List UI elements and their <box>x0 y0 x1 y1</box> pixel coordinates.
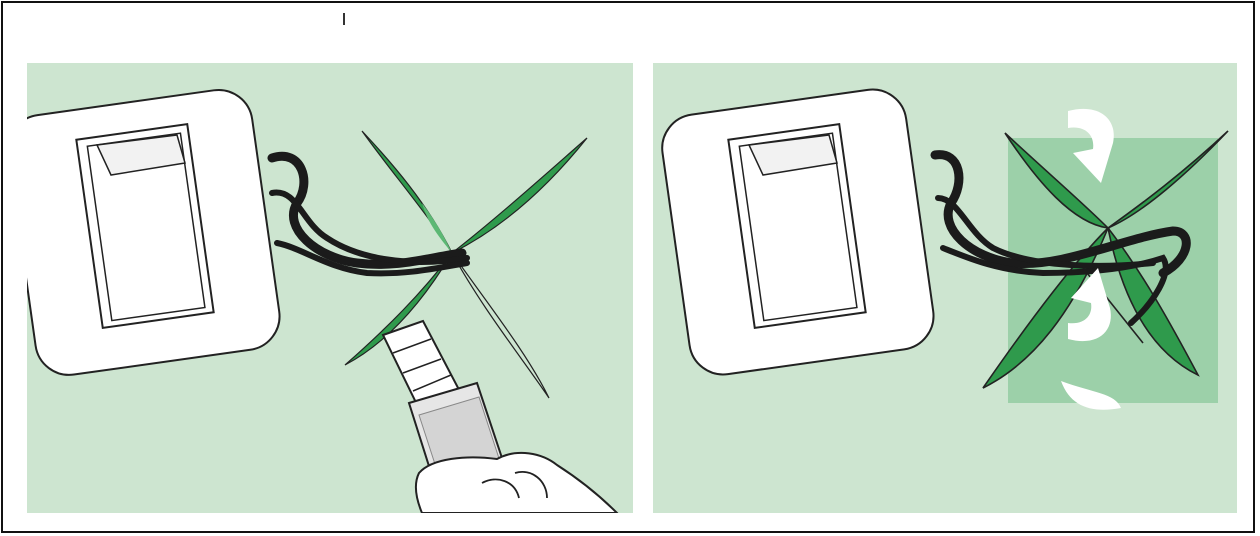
panel-fold-illustration <box>653 63 1237 513</box>
light-switch-icon <box>658 85 938 379</box>
panel-cut-illustration <box>27 63 633 513</box>
panel-cut-step <box>27 63 633 513</box>
panel-fold-step <box>653 63 1237 513</box>
light-switch-icon <box>27 86 284 380</box>
scan-mark <box>343 13 345 25</box>
